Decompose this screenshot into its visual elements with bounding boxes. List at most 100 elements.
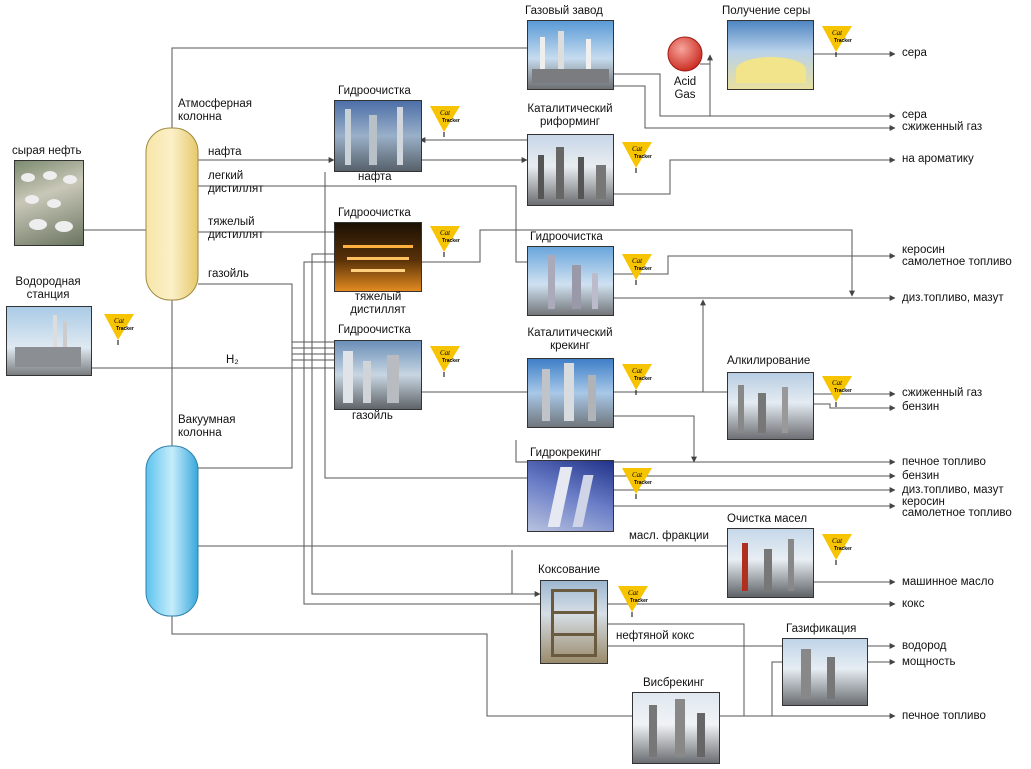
product-lpg-2: сжиженный газ	[902, 387, 983, 399]
hydrotreating-4-image	[334, 340, 422, 410]
cattracker-logo: Cat Tracker	[104, 314, 134, 345]
hydrotreating-4-label: Гидроочистка	[338, 324, 411, 336]
svg-text:Tracker: Tracker	[116, 326, 134, 332]
product-to-aromatics: на ароматику	[902, 153, 974, 165]
product-coke: кокс	[902, 598, 925, 610]
product-sulfur-1: сера	[902, 47, 927, 59]
oil-purification-image	[727, 528, 814, 598]
naphtha-stream-label: нафта	[208, 146, 242, 158]
catalytic-cracking-label: Каталитический крекинг	[527, 327, 613, 352]
gas-plant-label: Газовый завод	[525, 5, 603, 17]
svg-text:Cat: Cat	[632, 367, 643, 375]
svg-text:Cat: Cat	[632, 145, 643, 153]
heavy-distillate-out-label: тяжелый дистиллят	[350, 291, 406, 316]
product-motor-oil: машинное масло	[902, 576, 994, 588]
visbreaking-image	[632, 692, 720, 764]
product-lpg-1: сжиженный газ	[902, 121, 983, 133]
svg-text:Tracker: Tracker	[634, 376, 652, 382]
naphtha-out-label: нафта	[358, 171, 392, 183]
gas-plant-image	[527, 20, 614, 90]
coking-image	[540, 580, 608, 664]
product-heating-oil-2: печное топливо	[902, 710, 986, 722]
catalytic-reforming-label: Каталитический риформинг	[527, 103, 613, 128]
atmospheric-column-label: Атмосферная колонна	[178, 98, 252, 123]
svg-text:Tracker: Tracker	[442, 238, 460, 244]
product-diesel-fuel-oil-2: диз.топливо, мазут	[902, 484, 1004, 496]
hydrotreating-1-image	[334, 100, 422, 172]
product-jet-fuel-2: самолетное топливо	[902, 507, 1012, 519]
svg-text:Cat: Cat	[632, 257, 643, 265]
light-distillate-stream-label: легкий дистиллят	[208, 170, 264, 195]
product-jet-fuel-1: самолетное топливо	[902, 256, 1012, 268]
h2-label: H₂	[226, 354, 239, 366]
svg-text:Cat: Cat	[440, 109, 451, 117]
product-hydrogen: водород	[902, 640, 947, 652]
catalytic-cracking-image	[527, 358, 614, 428]
oil-purification-label: Очистка масел	[727, 513, 808, 525]
svg-text:Tracker: Tracker	[834, 38, 852, 44]
hydrocracking-label: Гидрокрекинг	[530, 447, 602, 459]
svg-text:Tracker: Tracker	[630, 598, 648, 604]
svg-text:Cat: Cat	[832, 29, 843, 37]
product-power: мощность	[902, 656, 956, 668]
hydrotreating-3-label: Гидроочистка	[530, 231, 603, 243]
svg-text:Tracker: Tracker	[634, 266, 652, 272]
svg-text:Tracker: Tracker	[442, 358, 460, 364]
svg-text:Tracker: Tracker	[634, 154, 652, 160]
product-heating-oil-1: печное топливо	[902, 456, 986, 468]
visbreaking-label: Висбрекинг	[643, 677, 705, 689]
product-sulfur-2: сера	[902, 109, 927, 121]
petroleum-coke-label: нефтяной кокс	[616, 630, 695, 642]
svg-text:Cat: Cat	[440, 229, 451, 237]
vacuum-column-label: Вакуумная колонна	[178, 414, 236, 439]
gasoil-stream-label: газойль	[208, 268, 249, 280]
sulfur-recovery-label: Получение серы	[722, 5, 811, 17]
coking-label: Коксование	[538, 564, 601, 576]
crude-oil-label: сырая нефть	[12, 145, 82, 157]
product-diesel-fuel-oil-1: диз.топливо, мазут	[902, 292, 1004, 304]
gasification-image	[782, 638, 868, 706]
svg-text:Tracker: Tracker	[834, 388, 852, 394]
hydrogen-station-image	[6, 306, 92, 376]
hydrotreating-2-label: Гидроочистка	[338, 207, 411, 219]
vacuum-column-vessel	[145, 445, 199, 617]
product-kerosene-1: керосин	[902, 244, 945, 256]
svg-text:Tracker: Tracker	[442, 118, 460, 124]
svg-text:Cat: Cat	[632, 471, 643, 479]
hydrotreating-1-label: Гидроочистка	[338, 85, 411, 97]
acid-gas-label: Acid Gas	[673, 76, 697, 101]
svg-text:Cat: Cat	[832, 379, 843, 387]
svg-text:Cat: Cat	[114, 317, 125, 325]
gasification-label: Газификация	[786, 623, 857, 635]
oil-fractions-label: масл. фракции	[629, 530, 709, 542]
gasoil-out-label: газойль	[352, 410, 393, 422]
svg-text:Cat: Cat	[440, 349, 451, 357]
crude-tank-farm-image	[14, 160, 84, 246]
svg-text:Tracker: Tracker	[834, 546, 852, 552]
hydrocracking-image	[527, 460, 614, 532]
alkylation-label: Алкилирование	[727, 355, 811, 367]
alkylation-image	[727, 372, 814, 440]
product-gasoline-1: бензин	[902, 401, 940, 413]
hydrogen-station-label: Водородная станция	[15, 276, 81, 301]
acid-gas-node	[667, 36, 703, 72]
catalytic-reforming-image	[527, 134, 614, 206]
hydrotreating-3-image	[527, 246, 614, 316]
hydrotreating-2-night-image	[334, 222, 422, 292]
product-gasoline-2: бензин	[902, 470, 940, 482]
heavy-distillate-stream-label: тяжелый дистиллят	[208, 216, 264, 241]
sulfur-recovery-image	[727, 20, 814, 90]
atmospheric-column-vessel	[145, 127, 199, 301]
